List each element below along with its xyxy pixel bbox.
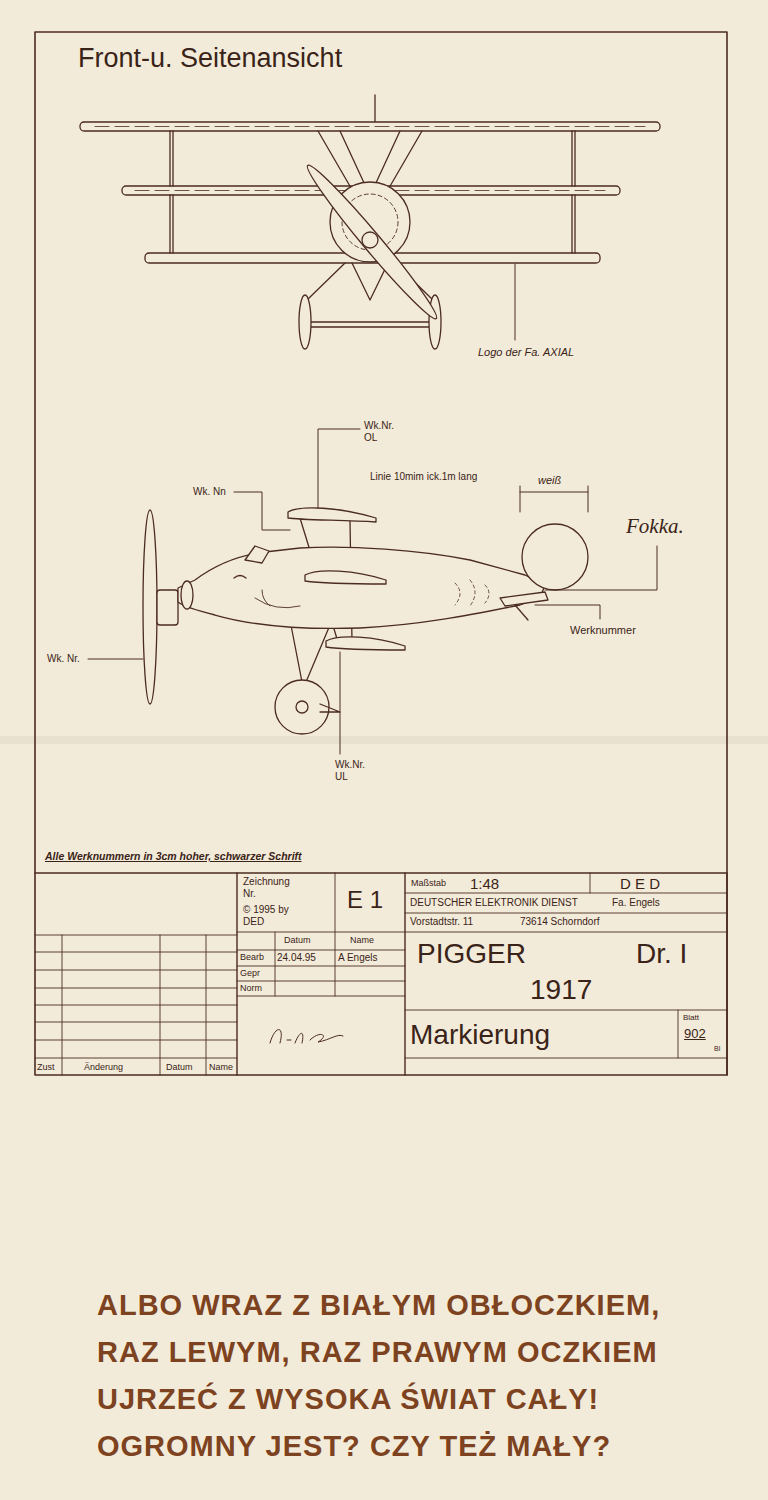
pig-ear [245,546,269,563]
leader-line [234,492,290,530]
drawing-frame [35,32,727,1075]
callout-label: Logo der Fa. AXIAL [478,346,574,359]
pig-eye [234,576,246,579]
drawing-title: Dr. I [636,937,687,971]
landing-gear [290,620,330,682]
table-cell: Zeichnung Nr. [243,876,305,900]
leader-line [88,659,143,660]
callout-label: Wk.Nr. UL [335,759,375,783]
table-header: Datum [284,935,311,946]
drawing-number: E 1 [347,886,383,915]
front-view [80,95,660,349]
leader-line [545,546,657,590]
table-cell: Vorstadtstr. 11 [410,916,473,928]
wheel [299,295,311,349]
rudder [522,524,588,590]
title-table-grid [405,873,727,1058]
drawing-subtitle: Markierung [410,1018,550,1052]
callout-label: Wk. Nr. [47,653,80,665]
handwritten-label: Fokka. [626,514,684,539]
side-view [88,429,657,754]
drawing-year: 1917 [530,973,592,1007]
table-cell: DEUTSCHER ELEKTRONIK DIENST [410,897,578,909]
wing-rib-line [95,126,645,127]
table-header: Blatt [683,1013,699,1023]
note-text: Linie 10mim ick.1m lang [370,471,477,483]
table-cell: © 1995 by DED [243,904,301,928]
fuselage-marking [455,580,489,606]
lower-wing [326,637,405,650]
wheel-hub [296,701,308,713]
table-header: Zust [37,1062,55,1073]
title-block-divider [237,873,405,1075]
sheet-number: 902 [684,1026,706,1042]
upper-wing [288,508,376,522]
poem-caption: ALBO WRAZ Z BIAŁYM OBŁOCZKIEM, RAZ LEWYM… [97,1282,663,1470]
table-cell: Maßstab [411,878,446,889]
approval-table-grid [237,873,727,996]
table-cell: Fa. Engels [612,897,660,909]
table-cell: Gepr [240,968,260,979]
table-header: Änderung [84,1062,123,1073]
leader-line [515,264,516,340]
propeller [301,160,443,325]
propeller-hub [157,590,178,625]
pig-fuselage [178,547,545,628]
table-cell: D E D [620,875,660,893]
table-cell: 73614 Schorndorf [520,916,600,928]
leader-line [340,652,341,754]
technical-drawing [35,32,727,1075]
axle [311,322,429,327]
wheel [275,680,329,734]
title-block [35,873,727,1075]
table-cell: A Engels [338,952,377,964]
fold-crease [0,736,768,744]
tail-skid [515,605,528,620]
axle-fairing [320,704,340,712]
callout-label: Wk. Nn [193,486,226,498]
middle-wing [305,571,386,584]
drawing-title: PIGGER [417,937,526,971]
table-header: Name [350,935,374,946]
pig-snout [181,581,193,609]
leader-line [535,605,600,619]
callout-label: Wk.Nr. OL [364,420,404,444]
note-text: Alle Werknummern in 3cm hoher, schwarzer… [45,850,302,863]
gun-mast [374,95,375,122]
table-cell: Norm [240,983,262,994]
stabilizer [500,592,548,606]
pilot-collar [255,590,300,608]
revision-table-grid [35,935,237,1075]
title-block-border [35,873,727,1075]
propeller-hub [362,232,378,248]
dimension-label: weiß [538,474,561,487]
table-cell: 24.04.95 [277,952,316,964]
table-header: Name [209,1062,233,1073]
signature [270,1030,343,1044]
table-cell: Bearb [240,952,264,963]
leader-lines [88,429,657,754]
upper-wing [80,122,660,131]
view-title: Front-u. Seitenansicht [78,42,342,74]
callout-label: Werknummer [570,624,636,637]
scale-value: 1:48 [470,875,499,893]
propeller [143,510,157,704]
table-cell: Bl [714,1045,720,1053]
dimension-line [520,486,588,512]
wheel [429,295,441,349]
leader-line [318,429,360,508]
table-header: Datum [166,1062,193,1073]
